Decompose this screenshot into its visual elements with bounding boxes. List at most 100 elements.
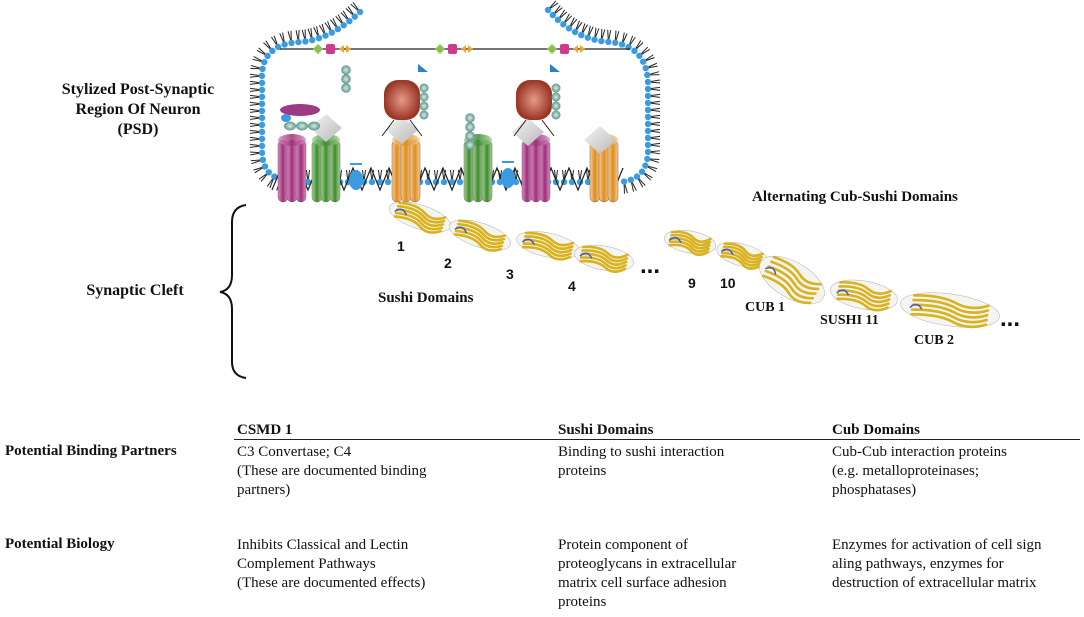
psd-label: Stylized Post-Synaptic Region Of Neuron …: [61, 81, 215, 138]
lipid-head: [644, 71, 651, 79]
bead: [341, 65, 351, 75]
lipid-head: [642, 64, 649, 72]
bead: [419, 101, 429, 111]
cell-cub-biology: Enzymes for activation of cell sign alin…: [832, 537, 1042, 591]
domain-number: 4: [568, 278, 576, 294]
bead: [465, 122, 475, 132]
lipid-head: [281, 41, 288, 48]
bead: [465, 113, 475, 123]
receptor-green: [463, 134, 493, 203]
marker-square: [326, 44, 335, 54]
lipid-head: [258, 135, 266, 143]
sushi-domain: [516, 231, 580, 261]
scaffold-diamond: [386, 116, 418, 144]
lipid-head: [258, 72, 266, 80]
lipid-head: [612, 39, 619, 46]
lipid-head: [309, 36, 316, 44]
lipid-head: [571, 28, 579, 36]
lipid-head: [578, 31, 585, 39]
lipid-head: [261, 58, 268, 66]
cell-sushi-binding: Binding to sushi interaction proteins: [558, 444, 725, 479]
alternating-cub-sushi-label: Alternating Cub-Sushi Domains: [752, 189, 958, 205]
marker-arrow: [339, 45, 344, 53]
cub1-label: CUB 1: [745, 300, 786, 315]
lipid-head: [258, 121, 266, 129]
header-cub-domains: Cub Domains: [832, 422, 920, 438]
lipid-head: [560, 21, 567, 28]
lipid-head: [644, 85, 652, 93]
sushi-domain: [716, 242, 768, 270]
lipid-head: [549, 11, 557, 19]
lipid-head: [304, 178, 312, 186]
marker-arrow: [580, 45, 585, 53]
flag: [418, 64, 428, 72]
flag: [550, 64, 560, 72]
globular-protein: [516, 80, 552, 120]
lipid-head: [258, 93, 266, 101]
lipid-head: [565, 25, 573, 32]
bead: [419, 83, 429, 93]
sushi-domains-label: Sushi Domains: [378, 290, 474, 306]
lipid-head: [346, 17, 353, 25]
lipid-head: [368, 178, 376, 186]
lipid-head: [274, 43, 282, 51]
domain-number: 3: [506, 266, 514, 282]
lipid-head: [644, 113, 652, 121]
lipid-head: [544, 6, 552, 14]
lipid-head: [638, 168, 646, 175]
bead: [551, 110, 561, 120]
lipid-head: [598, 37, 605, 45]
lipid-head: [644, 99, 652, 107]
lipid-head: [258, 114, 266, 122]
sushi11-label: SUSHI 11: [820, 313, 879, 328]
membrane-proteins: [277, 64, 619, 203]
lipid-head: [554, 16, 562, 24]
lipid-head: [620, 178, 628, 185]
bead: [419, 110, 429, 120]
lipid-head: [259, 156, 267, 164]
lipid-head: [631, 47, 638, 55]
lipid-head: [644, 120, 652, 128]
bead: [341, 83, 351, 93]
synaptic-cleft-label: Synaptic Cleft: [86, 282, 184, 299]
lipid-head: [644, 92, 652, 100]
lipid-head: [295, 38, 302, 46]
bead: [465, 140, 475, 150]
lipid-head: [261, 163, 269, 170]
ellipsis-mark: ...: [640, 252, 661, 279]
lipid-head: [605, 38, 612, 46]
sushi-domain: [389, 201, 451, 234]
synaptic-cleft-brace: [219, 204, 247, 379]
lipid-head: [340, 22, 347, 29]
lipid-head: [636, 52, 643, 59]
ion-channel: [501, 168, 515, 188]
lipid-head: [258, 142, 266, 150]
cell-sushi-biology: Protein component of proteoglycans in ex…: [558, 537, 737, 610]
bead: [551, 101, 561, 111]
lipid-head: [644, 134, 652, 142]
bead: [551, 92, 561, 102]
header-sushi-domains: Sushi Domains: [558, 422, 654, 438]
lipid-head: [271, 173, 278, 180]
sushi-domain: [830, 279, 898, 312]
lipid-head: [265, 169, 273, 176]
row-label-binding-partners: Potential Binding Partners: [5, 443, 177, 459]
bead: [419, 92, 429, 102]
domain-number: 2: [444, 255, 452, 271]
marker-arrow: [573, 45, 578, 53]
table-header-rule: [234, 439, 1080, 440]
lipid-head: [627, 176, 635, 184]
lipid-head: [315, 34, 323, 42]
sushi-domain: [664, 229, 716, 257]
domain-number: 9: [688, 275, 696, 291]
lipid-head: [334, 25, 342, 33]
lipid-head: [258, 107, 266, 115]
marker-diamond: [547, 44, 557, 54]
lipid-head: [448, 178, 456, 186]
lipid-head: [644, 148, 652, 156]
lipid-head: [618, 41, 626, 48]
marker-square: [560, 44, 569, 54]
lipid-head: [258, 149, 266, 157]
marker-arrow: [468, 45, 473, 53]
lipid-head: [269, 47, 276, 55]
